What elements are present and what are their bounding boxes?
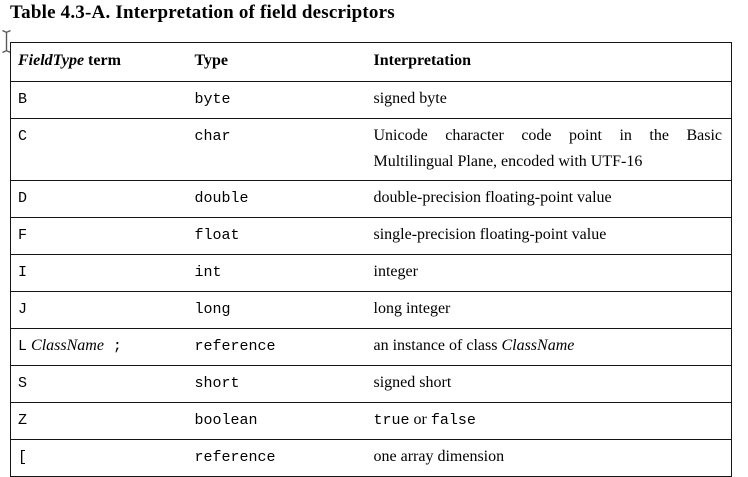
- text-run: ClassName: [27, 337, 104, 354]
- table-row: [ reference one array dimension: [10, 440, 732, 477]
- interpretation-cell: signed short: [374, 366, 732, 403]
- text-run: reference: [194, 338, 276, 355]
- type-cell: double: [195, 181, 374, 218]
- type-cell: reference: [195, 329, 374, 366]
- fieldtype-term-cell: F: [11, 218, 195, 255]
- text-run: signed short: [373, 374, 452, 391]
- fieldtype-term-cell: C: [11, 119, 195, 181]
- type-cell: int: [195, 255, 374, 292]
- text-run: double: [194, 190, 249, 207]
- text-run: B: [18, 91, 28, 108]
- text-run: long: [194, 301, 231, 318]
- text-run: [: [18, 449, 28, 466]
- fieldtype-term-cell: L ClassName ;: [11, 329, 195, 366]
- fieldtype-term-cell: D: [11, 181, 195, 218]
- text-run: an instance of class: [373, 337, 502, 354]
- text-run: char: [194, 128, 231, 145]
- header-type: Type: [194, 52, 228, 69]
- text-run: L: [18, 338, 28, 355]
- header-term-label: term: [84, 52, 121, 69]
- interpretation-cell: one array dimension: [374, 440, 732, 477]
- text-run: float: [194, 227, 240, 244]
- type-cell: reference: [195, 440, 374, 477]
- interpretation-cell: single-precision floating-point value: [374, 218, 732, 255]
- interpretation-cell: true or false: [374, 403, 732, 440]
- text-run: signed byte: [373, 90, 447, 107]
- text-run: single-precision floating-point value: [373, 226, 607, 243]
- table-caption: Table 4.3-A. Interpretation of field des…: [10, 2, 395, 23]
- text-run: ClassName: [501, 337, 575, 354]
- text-run: int: [194, 264, 222, 281]
- type-cell: short: [195, 366, 374, 403]
- text-run: boolean: [194, 412, 258, 429]
- text-run: true: [373, 412, 410, 429]
- header-fieldtype-italic: FieldType: [18, 52, 85, 69]
- interpretation-cell: signed byte: [374, 82, 732, 119]
- fieldtype-term-cell: I: [11, 255, 195, 292]
- text-run: one array dimension: [373, 448, 505, 465]
- text-run: short: [194, 375, 240, 392]
- type-cell: float: [195, 218, 374, 255]
- fieldtype-term-cell: [: [11, 440, 195, 477]
- text-run: F: [18, 227, 28, 244]
- text-run: double-precision floating-point value: [373, 189, 612, 206]
- text-run: C: [18, 128, 28, 145]
- interpretation-cell: an instance of class ClassName: [374, 329, 732, 366]
- fieldtype-term-cell: J: [11, 292, 195, 329]
- text-run: reference: [194, 449, 276, 466]
- text-ibeam-cursor: [2, 29, 11, 54]
- type-cell: byte: [195, 82, 374, 119]
- header-interpretation: Interpretation: [373, 52, 471, 69]
- type-cell: char: [195, 119, 374, 181]
- text-run: long integer: [373, 300, 451, 317]
- interpretation-cell: Unicode character code point in the Basi…: [374, 119, 732, 181]
- text-run: S: [18, 375, 28, 392]
- text-run: byte: [194, 91, 231, 108]
- type-cell: boolean: [195, 403, 374, 440]
- text-run: false: [430, 412, 476, 429]
- interpretation-cell: integer: [374, 255, 732, 292]
- type-cell: long: [195, 292, 374, 329]
- text-run: D: [18, 190, 28, 207]
- text-run: J: [18, 301, 28, 318]
- fieldtype-term-cell: B: [11, 82, 195, 119]
- text-run: Unicode character code point in the Basi…: [373, 127, 723, 170]
- interpretation-cell: long integer: [374, 292, 732, 329]
- text-run: integer: [373, 263, 418, 280]
- text-run: or: [409, 411, 431, 428]
- fieldtype-term-cell: S: [11, 366, 195, 403]
- text-run: Z: [18, 412, 28, 429]
- table-header-row: FieldType term Type Interpretation: [10, 43, 732, 82]
- interpretation-cell: double-precision floating-point value: [374, 181, 732, 218]
- text-run: I: [18, 264, 28, 281]
- text-run: ;: [103, 338, 122, 355]
- fieldtype-term-cell: Z: [11, 403, 195, 440]
- header-fieldtype-term: FieldType term: [11, 43, 195, 82]
